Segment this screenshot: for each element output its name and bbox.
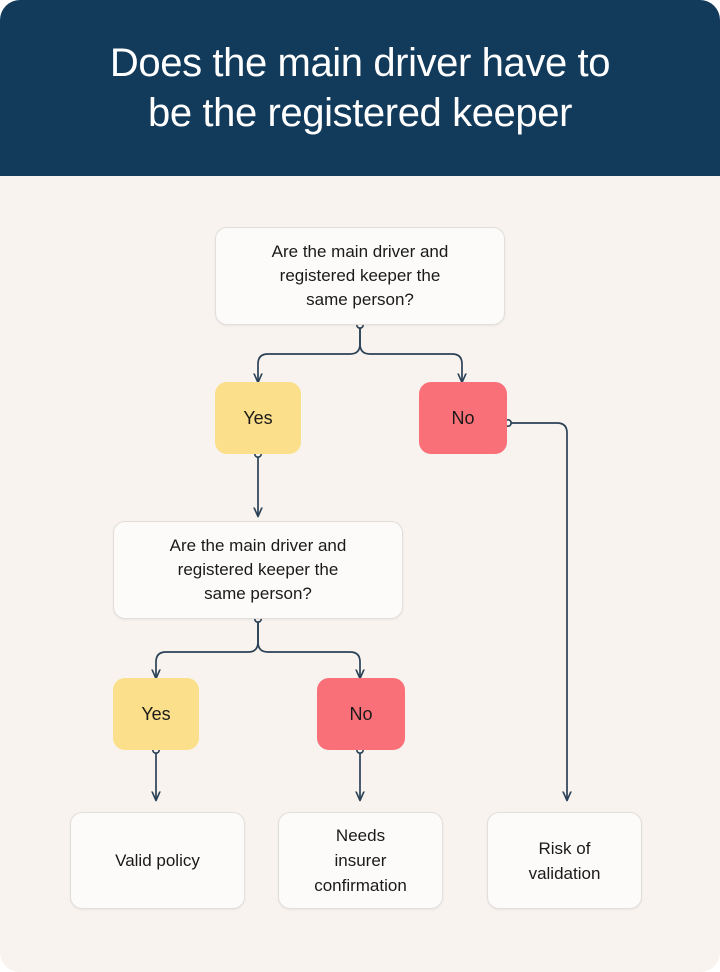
page-title: Does the main driver have to be the regi… [109,41,611,135]
node-answer-yes-2-label: Yes [141,704,171,724]
node-answer-yes-1[interactable]: Yes [215,382,301,454]
node-question-2[interactable]: Are the main driver and registered keepe… [113,521,403,619]
node-result-valid-policy[interactable]: Valid policy [70,812,245,909]
node-answer-no-1[interactable]: No [419,382,507,454]
edge-q1-no [359,327,462,382]
node-answer-no-1-label: No [451,408,475,428]
node-result-risk-of-validation-label: Risk of validation [528,838,601,883]
node-answer-yes-1-label: Yes [243,408,273,428]
node-result-needs-insurer-confirmation[interactable]: Needs insurer confirmation [278,812,443,909]
node-result-needs-insurer-confirmation-label: Needs insurer confirmation [314,826,407,895]
node-answer-no-2[interactable]: No [317,678,405,750]
edge-q2-yes [156,621,259,678]
node-question-1[interactable]: Are the main driver and registered keepe… [215,227,505,325]
edge-no-to-risk [510,422,567,800]
node-result-risk-of-validation[interactable]: Risk of validation [487,812,642,909]
node-question-2-label: Are the main driver and registered keepe… [169,536,347,603]
node-question-1-label: Are the main driver and registered keepe… [271,242,449,309]
edge-q2-no [257,621,360,678]
edge-q1-yes [258,327,361,382]
node-result-valid-policy-label: Valid policy [115,851,200,870]
flowchart-canvas: Are the main driver and registered keepe… [0,176,720,972]
node-answer-no-2-label: No [349,704,373,724]
node-answer-yes-2[interactable]: Yes [113,678,199,750]
header-banner: Does the main driver have to be the regi… [0,0,720,176]
